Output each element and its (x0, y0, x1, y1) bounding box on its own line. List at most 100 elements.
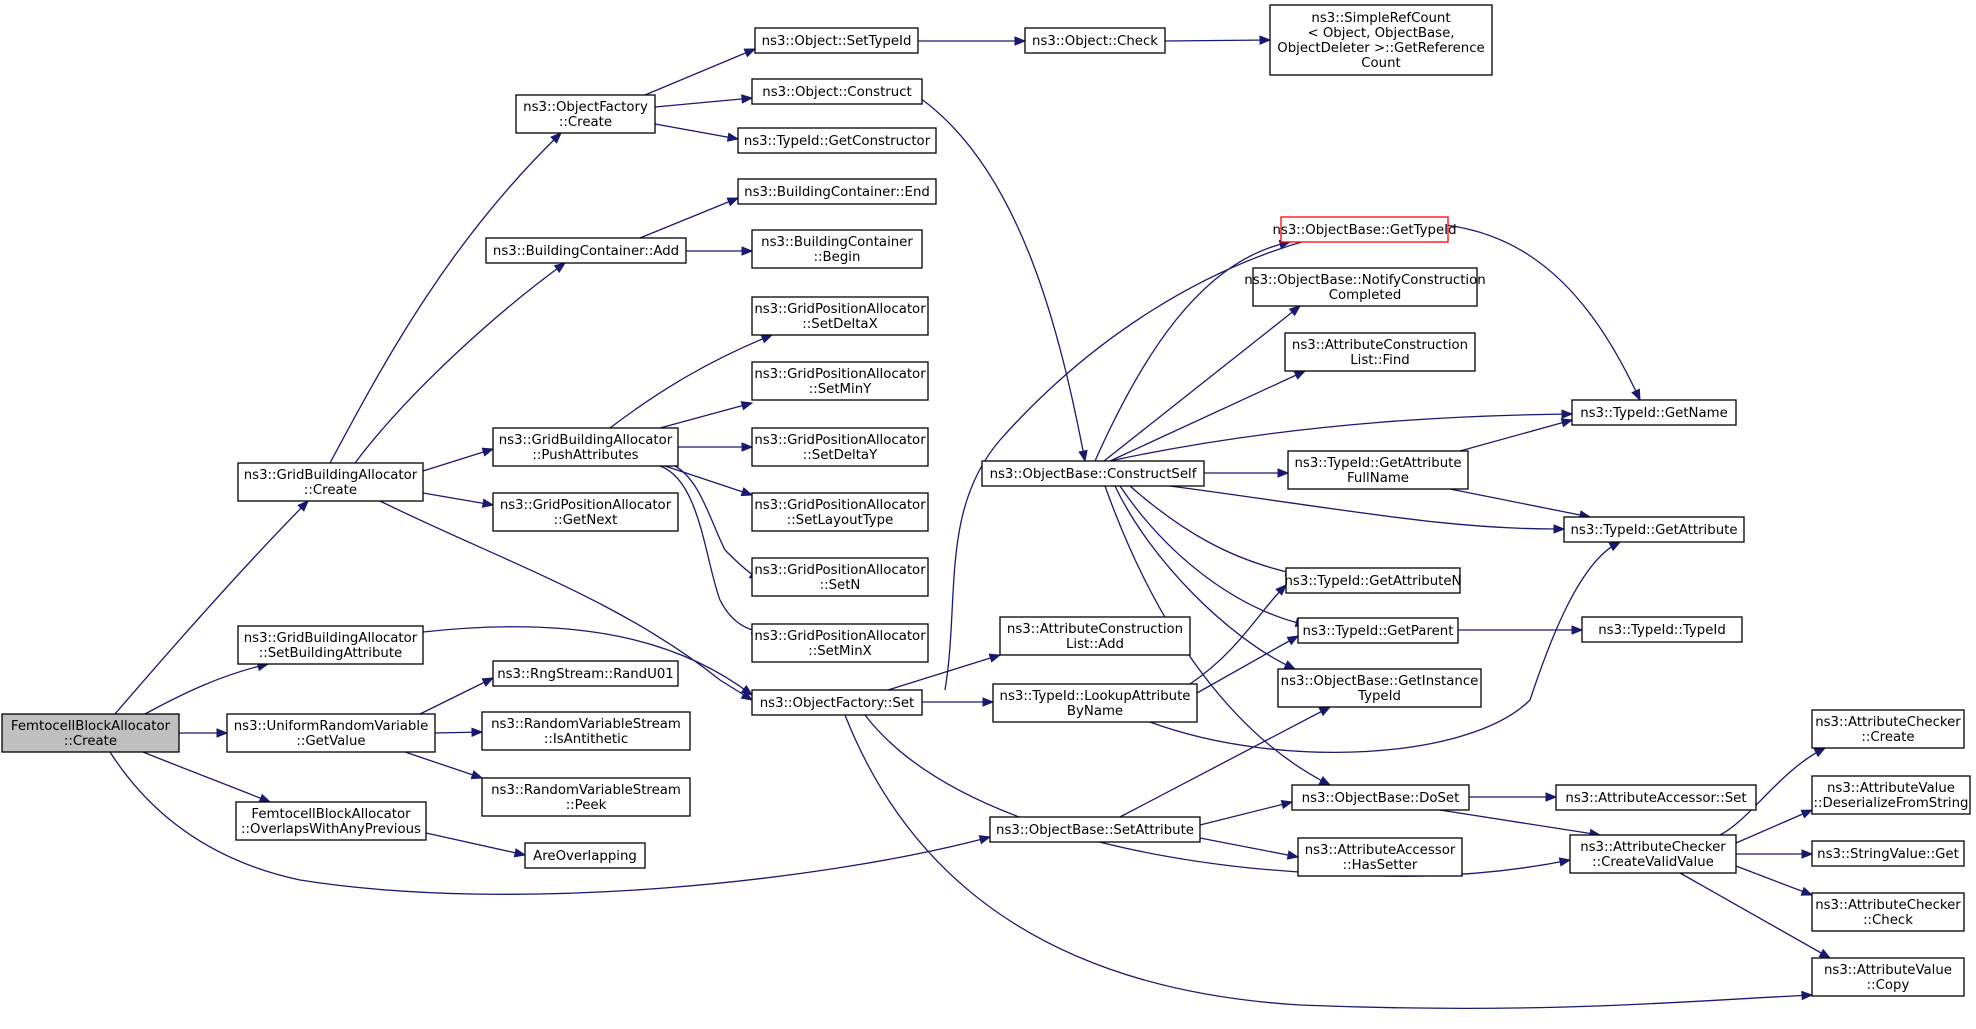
function-node-sv-get[interactable]: ns3::StringValue::Get (1811, 840, 1965, 867)
call-edge-gba_push-to-gpa_setminy (659, 401, 754, 429)
function-node-ob-doset[interactable]: ns3::ObjectBase::DoSet (1291, 784, 1470, 811)
function-node-tid-getattrn[interactable]: ns3::TypeId::GetAttributeN (1285, 567, 1462, 594)
edge-arrowhead (216, 728, 229, 738)
function-node-aa-hassetter[interactable]: ns3::AttributeAccessor::HasSetter (1297, 837, 1463, 877)
node-box (981, 460, 1205, 487)
node-label-line: ns3::GridBuildingAllocator (244, 468, 418, 483)
function-node-tid-typeid[interactable]: ns3::TypeId::TypeId (1581, 616, 1743, 643)
function-node-ob-constructself[interactable]: ns3::ObjectBase::ConstructSelf (981, 460, 1205, 487)
call-edge-ob_doset-to-aa_set (1469, 792, 1558, 802)
function-node-gba-setbuild[interactable]: ns3::GridBuildingAllocator::SetBuildingA… (237, 625, 424, 665)
function-node-ac-check[interactable]: ns3::AttributeChecker::Check (1811, 892, 1965, 932)
function-node-tid-getname[interactable]: ns3::TypeId::GetName (1571, 399, 1737, 426)
node-label-line: ns3::ObjectBase::GetTypeId (1272, 223, 1456, 238)
function-node-root[interactable]: FemtocellBlockAllocator::Create (1, 713, 180, 753)
node-label-line: ::SetDeltaY (803, 448, 878, 463)
node-box (751, 492, 929, 532)
edge-line (1149, 541, 1621, 754)
edge-arrowhead (1259, 35, 1272, 45)
node-label-line: ns3::AttributeAccessor::Set (1565, 791, 1746, 806)
function-node-rvs-isanti[interactable]: ns3::RandomVariableStream::IsAntithetic (481, 711, 691, 751)
node-box (1555, 784, 1757, 811)
call-edge-of_create-to-tid_getctor (654, 123, 740, 142)
node-box (989, 816, 1201, 843)
node-box (1297, 617, 1459, 644)
function-node-ob-gettypeid[interactable]: ns3::ObjectBase::GetTypeId (1272, 216, 1457, 243)
function-node-rvs-peek[interactable]: ns3::RandomVariableStream::Peek (481, 777, 691, 817)
function-node-obj-check[interactable]: ns3::Object::Check (1024, 27, 1166, 54)
edge-line (887, 654, 1001, 691)
edge-arrowhead (1014, 36, 1027, 46)
call-edge-of_set-to-acl_add (887, 653, 1002, 691)
node-label-line: FemtocellBlockAllocator (251, 807, 411, 822)
edge-line (1169, 485, 1565, 530)
node-box (751, 78, 923, 105)
function-node-bc-end[interactable]: ns3::BuildingContainer::End (737, 178, 937, 205)
node-box (751, 623, 929, 663)
function-node-av-deser[interactable]: ns3::AttributeValue::DeserializeFromStri… (1811, 775, 1971, 815)
edge-arrowhead (297, 500, 309, 512)
function-node-fba-overlaps[interactable]: FemtocellBlockAllocator::OverlapsWithAny… (235, 801, 427, 841)
function-node-gpa-setn[interactable]: ns3::GridPositionAllocator::SetN (751, 557, 929, 597)
function-node-gba-create[interactable]: ns3::GridBuildingAllocator::Create (237, 462, 424, 502)
function-node-rng-rand[interactable]: ns3::RngStream::RandU01 (492, 660, 679, 687)
edge-line (1164, 39, 1271, 42)
node-label-line: AreOverlapping (533, 849, 637, 864)
node-box (1811, 775, 1971, 815)
node-label-line: ::Begin (814, 250, 861, 265)
node-box (492, 427, 679, 467)
edge-arrowhead (1318, 706, 1332, 717)
function-node-tid-getctor[interactable]: ns3::TypeId::GetConstructor (737, 127, 937, 154)
function-node-ac-createvalid[interactable]: ns3::AttributeChecker::CreateValidValue (1569, 834, 1737, 874)
function-node-obj-construct[interactable]: ns3::Object::Construct (751, 78, 923, 105)
function-node-gba-push[interactable]: ns3::GridBuildingAllocator::PushAttribut… (492, 427, 679, 467)
call-edge-obj_construct-to-ob_constructself (919, 97, 1088, 463)
edge-line (1449, 488, 1591, 518)
function-node-of-set[interactable]: ns3::ObjectFactory::Set (751, 689, 923, 716)
function-node-bc-add[interactable]: ns3::BuildingContainer::Add (485, 237, 687, 264)
function-node-gpa-setminy[interactable]: ns3::GridPositionAllocator::SetMinY (751, 361, 929, 401)
function-node-of-create[interactable]: ns3::ObjectFactory::Create (515, 94, 656, 134)
function-node-gpa-getnext[interactable]: ns3::GridPositionAllocator::GetNext (492, 492, 679, 532)
node-label-line: ::Create (64, 734, 117, 749)
call-edge-tid_getattrfull-to-tid_getattribute (1449, 488, 1592, 520)
node-box (751, 229, 923, 269)
node-label-line: Count (1361, 56, 1401, 71)
function-node-tid-getparent[interactable]: ns3::TypeId::GetParent (1297, 617, 1459, 644)
node-label-line: ns3::AttributeAccessor (1305, 843, 1456, 858)
node-box (1811, 709, 1965, 749)
function-node-ob-notify[interactable]: ns3::ObjectBase::NotifyConstructionCompl… (1244, 267, 1486, 307)
node-label-line: ::DeserializeFromString (1814, 796, 1969, 811)
function-node-gpa-setlayout[interactable]: ns3::GridPositionAllocator::SetLayoutTyp… (751, 492, 929, 532)
function-node-gpa-setminx[interactable]: ns3::GridPositionAllocator::SetMinX (751, 623, 929, 663)
function-node-ob-setattr[interactable]: ns3::ObjectBase::SetAttribute (989, 816, 1201, 843)
call-edge-tid_getparent-to-tid_typeid (1458, 625, 1584, 635)
function-node-areoverlapping[interactable]: AreOverlapping (524, 842, 646, 869)
edge-arrowhead (982, 697, 995, 707)
function-node-bc-begin[interactable]: ns3::BuildingContainer::Begin (751, 229, 923, 269)
function-node-av-copy[interactable]: ns3::AttributeValue::Copy (1811, 957, 1965, 997)
node-box (751, 296, 929, 336)
edge-arrowhead (470, 770, 484, 780)
node-label-line: ns3::GridBuildingAllocator (499, 433, 673, 448)
function-node-ac-create[interactable]: ns3::AttributeChecker::Create (1811, 709, 1965, 749)
node-label-line: ns3::ObjectBase::NotifyConstruction (1244, 273, 1485, 288)
function-node-gpa-setdeltay[interactable]: ns3::GridPositionAllocator::SetDeltaY (751, 427, 929, 467)
function-node-gpa-setdeltax[interactable]: ns3::GridPositionAllocator::SetDeltaX (751, 296, 929, 336)
node-label-line: ns3::ObjectBase::DoSet (1302, 791, 1460, 806)
node-box (754, 27, 919, 54)
function-node-urv-getvalue[interactable]: ns3::UniformRandomVariable::GetValue (226, 713, 436, 753)
function-node-aa-set[interactable]: ns3::AttributeAccessor::Set (1555, 784, 1757, 811)
function-node-simplerefcount[interactable]: ns3::SimpleRefCount< Object, ObjectBase,… (1269, 4, 1493, 76)
node-label-line: ns3::StringValue::Get (1817, 847, 1959, 862)
node-label-line: ::Create (559, 115, 612, 130)
function-node-tid-getattribute[interactable]: ns3::TypeId::GetAttribute (1563, 516, 1745, 543)
edge-arrowhead (1800, 809, 1814, 819)
edge-line (1199, 801, 1293, 826)
function-node-obj-settypeid[interactable]: ns3::Object::SetTypeId (754, 27, 919, 54)
